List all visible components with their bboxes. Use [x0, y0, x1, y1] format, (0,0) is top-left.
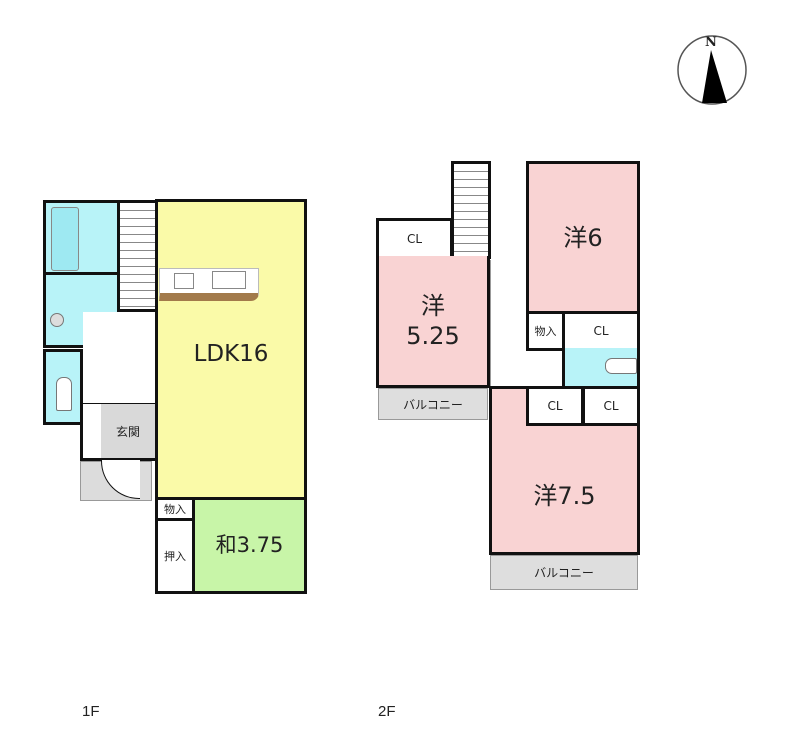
closet-2f-b-label: CL [593, 324, 609, 338]
room-western-5-25: 洋 5.25 [376, 256, 490, 388]
closet-2f-c: CL [526, 386, 584, 426]
western-5-25-label: 洋 5.25 [406, 291, 459, 351]
room-ldk: LDK16 [155, 199, 307, 500]
closet-2f-b: CL [562, 311, 640, 351]
hallway-2f [490, 260, 528, 388]
kitchen-sink-icon [212, 271, 246, 289]
bathtub-icon [51, 207, 79, 271]
western-7-5-label: 洋7.5 [533, 481, 596, 510]
balcony-bottom-label: バルコニー [534, 566, 594, 580]
kitchen-counter [159, 268, 259, 301]
western-5-25-size: 5.25 [406, 321, 460, 350]
toilet-2f [562, 348, 640, 388]
bathroom [43, 200, 120, 275]
floor-2-label: 2F [378, 703, 396, 720]
toilet-icon [56, 377, 72, 411]
staircase-2f [451, 161, 491, 259]
genkan-floor: 玄関 [101, 404, 155, 458]
entrance-door-icon [101, 460, 140, 499]
ldk-label: LDK16 [193, 341, 269, 368]
storage-2f-label: 物入 [534, 325, 557, 338]
oshiire-label: 押入 [164, 550, 186, 563]
storage-1f-label: 物入 [164, 503, 186, 516]
closet-2f-d-label: CL [603, 399, 619, 413]
floor-1-label: 1F [82, 703, 100, 720]
compass-north-label: N [705, 35, 717, 50]
genkan: 玄関 [80, 403, 158, 461]
sink-icon [50, 313, 64, 327]
western-6-label: 洋6 [563, 223, 603, 252]
washroom [43, 272, 120, 348]
balcony-2f-bottom: バルコニー [490, 555, 638, 590]
room-western-6: 洋6 [526, 161, 640, 314]
stove-icon [174, 273, 194, 289]
staircase-1f [117, 200, 159, 312]
storage-2f: 物入 [526, 311, 565, 351]
hallway-1f [83, 312, 157, 404]
closet-2f-a: CL [376, 218, 453, 258]
closet-2f-d: CL [582, 386, 640, 426]
north-compass-icon [677, 35, 747, 105]
oshiire-closet: 押入 [155, 518, 195, 594]
entrance-porch [80, 460, 152, 501]
balcony-2f-left: バルコニー [378, 388, 488, 420]
washitsu-label: 和3.75 [215, 533, 284, 558]
genkan-label: 玄関 [115, 424, 140, 439]
balcony-left-label: バルコニー [403, 397, 463, 412]
room-washitsu: 和3.75 [192, 497, 307, 594]
closet-2f-c-label: CL [547, 399, 563, 413]
closet-2f-a-label: CL [406, 232, 423, 246]
toilet-2f-icon [605, 358, 637, 374]
toilet-1f [43, 349, 83, 425]
western-5-25-kanji: 洋 [421, 291, 445, 320]
